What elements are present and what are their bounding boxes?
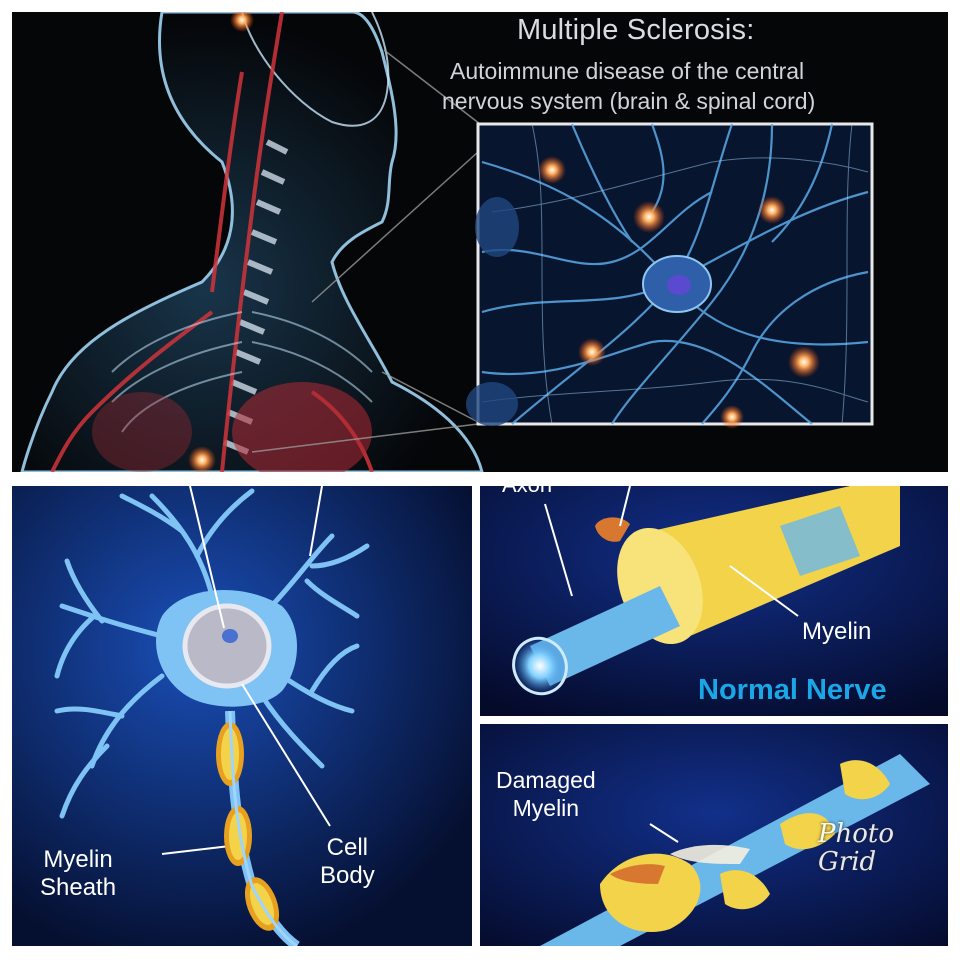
axon-label: Axon	[502, 486, 552, 498]
damaged-myelin-label: Damaged Myelin	[496, 767, 596, 821]
damaged-nerve-illustration	[480, 724, 948, 946]
normal-nerve-illustration	[480, 486, 948, 716]
cell-body-label: Cell Body	[320, 834, 375, 889]
human-body-xray	[20, 12, 484, 472]
neuron-diagram-panel: Myelin Sheath Cell Body	[12, 486, 472, 946]
axon-with-myelin	[216, 710, 300, 946]
damaged-nerve-panel: Damaged Myelin	[480, 724, 948, 946]
photogrid-watermark: Photo Grid	[818, 819, 894, 877]
subtitle-line-1: Autoimmune disease of the central	[450, 58, 805, 84]
normal-nerve-panel: Axon Myelin Normal Nerve	[480, 486, 948, 716]
myelin-sheath-label: Myelin Sheath	[40, 846, 117, 901]
normal-nerve-heading: Normal Nerve	[698, 674, 887, 706]
anatomy-illustration	[12, 12, 948, 472]
neural-network-inset	[466, 122, 874, 429]
ms-anatomy-panel: Multiple Sclerosis: Autoimmune disease o…	[12, 12, 948, 472]
page-title: Multiple Sclerosis:	[517, 14, 755, 46]
subtitle-line-2: nervous system (brain & spinal cord)	[442, 88, 816, 114]
zoom-lines	[251, 49, 481, 453]
myelin-label: Myelin	[802, 618, 872, 645]
neuron-illustration	[12, 486, 472, 946]
